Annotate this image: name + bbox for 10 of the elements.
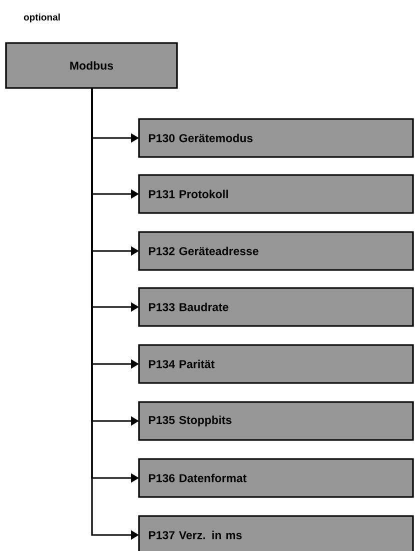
parameter-box: P133 Baudrate [138,287,414,327]
parameter-box: P136 Datenformat [138,458,414,498]
parameter-box: P131 Protokoll [138,174,414,214]
parameter-box: Modbus [5,42,178,89]
parameter-box: P135 Stoppbits [138,401,414,441]
parameter-box: P134 Parität [138,344,414,384]
parameter-box: P132 Geräteadresse [138,231,414,271]
parameter-box: P130 Gerätemodus [138,118,414,158]
heading-text: optional [24,14,60,22]
parameter-box: P137 Verz. in ms [138,515,414,551]
